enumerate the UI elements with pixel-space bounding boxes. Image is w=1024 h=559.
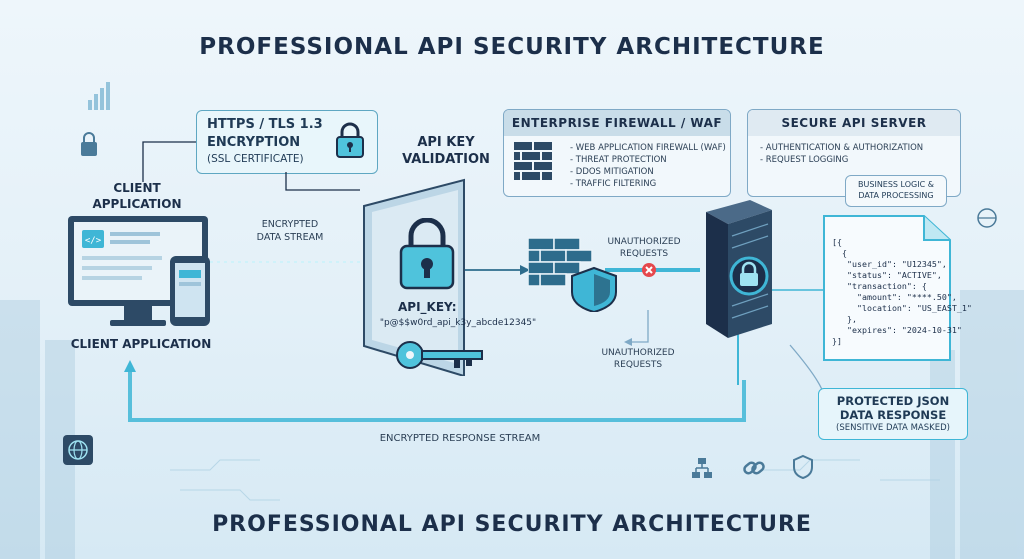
unauthorized-top-label: UNAUTHORIZED REQUESTS: [607, 237, 681, 259]
globe-outline-icon: [977, 208, 997, 228]
json-line: "amount": "****.50",: [832, 292, 957, 302]
key-icon: [396, 341, 483, 369]
tls-line1: HTTPS / TLS 1.3: [207, 117, 323, 132]
deny-icon: [642, 263, 656, 277]
protected-line2: DATA RESPONSE: [839, 408, 947, 422]
firewall-shield-icon: [528, 237, 617, 312]
json-line: "expires": "2024-10-31": [832, 325, 962, 335]
client-top-label: CLIENT APPLICATION: [92, 181, 182, 211]
lock-icon: [336, 122, 364, 158]
protected-response-box: PROTECTED JSON DATA RESPONSE (SENSITIVE …: [818, 388, 968, 440]
firewall-header: ENTERPRISE FIREWALL / WAF: [504, 110, 730, 136]
shield-small-icon: [793, 454, 813, 480]
small-lock-icon: [81, 132, 97, 156]
json-line: [{: [832, 237, 842, 247]
link-icon: [743, 461, 765, 475]
api-key-label: API_KEY:: [398, 300, 457, 314]
api-key-value: "p@$$w0rd_api_k3y_abcde12345": [379, 318, 537, 328]
tls-line2: ENCRYPTION: [207, 135, 301, 150]
server-header: SECURE API SERVER: [748, 110, 960, 136]
business-logic-box: BUSINESS LOGIC & DATA PROCESSING: [845, 175, 947, 207]
json-line: "status": "ACTIVE",: [832, 270, 942, 280]
server-icon: [706, 200, 772, 338]
server-item: REQUEST LOGGING: [760, 154, 923, 166]
api-key-heading: API KEY VALIDATION: [402, 135, 490, 167]
firewall-list: WEB APPLICATION FIREWALL (WAF) THREAT PR…: [570, 142, 726, 190]
json-line: }]: [832, 336, 842, 346]
stream-label: ENCRYPTED DATA STREAM: [256, 219, 324, 243]
brick-wall-icon: [514, 142, 552, 180]
firewall-item: DDOS MITIGATION: [570, 166, 726, 178]
json-line: "location": "US_EAST_1": [832, 303, 972, 313]
server-list: AUTHENTICATION & AUTHORIZATION REQUEST L…: [760, 142, 923, 166]
firewall-item: WEB APPLICATION FIREWALL (WAF): [570, 142, 726, 154]
network-icon: [692, 458, 712, 478]
protected-line1: PROTECTED JSON: [836, 394, 950, 408]
client-computer-icon: </>: [68, 216, 210, 326]
page-title: PROFESSIONAL API SECURITY ARCHITECTURE: [199, 34, 825, 60]
json-line: },: [832, 314, 857, 324]
firewall-item: TRAFFIC FILTERING: [570, 178, 726, 190]
padlock-icon: [399, 218, 455, 290]
protected-line3: (SENSITIVE DATA MASKED): [836, 423, 950, 433]
client-bottom-label: CLIENT APPLICATION: [70, 337, 212, 351]
response-stream-label: ENCRYPTED RESPONSE STREAM: [379, 433, 541, 444]
footer-title: PROFESSIONAL API SECURITY ARCHITECTURE: [212, 512, 812, 537]
globe-icon: [63, 435, 93, 465]
firewall-item: THREAT PROTECTION: [570, 154, 726, 166]
svg-text:</>: </>: [85, 236, 102, 246]
tls-box: HTTPS / TLS 1.3 ENCRYPTION (SSL CERTIFIC…: [196, 110, 378, 174]
json-line: "user_id": "U12345",: [832, 259, 947, 269]
json-line: "transaction": {: [832, 281, 927, 291]
json-document: [823, 215, 951, 361]
json-code: [{ { "user_id": "U12345", "status": "ACT…: [832, 226, 972, 358]
firewall-panel: ENTERPRISE FIREWALL / WAF WEB APPLICATIO…: [503, 109, 731, 197]
server-item: AUTHENTICATION & AUTHORIZATION: [760, 142, 923, 154]
business-logic-label: BUSINESS LOGIC & DATA PROCESSING: [858, 180, 934, 200]
unauthorized-bottom-label: UNAUTHORIZED REQUESTS: [601, 348, 675, 370]
tls-line3: (SSL CERTIFICATE): [207, 153, 304, 165]
json-line: {: [832, 248, 847, 258]
